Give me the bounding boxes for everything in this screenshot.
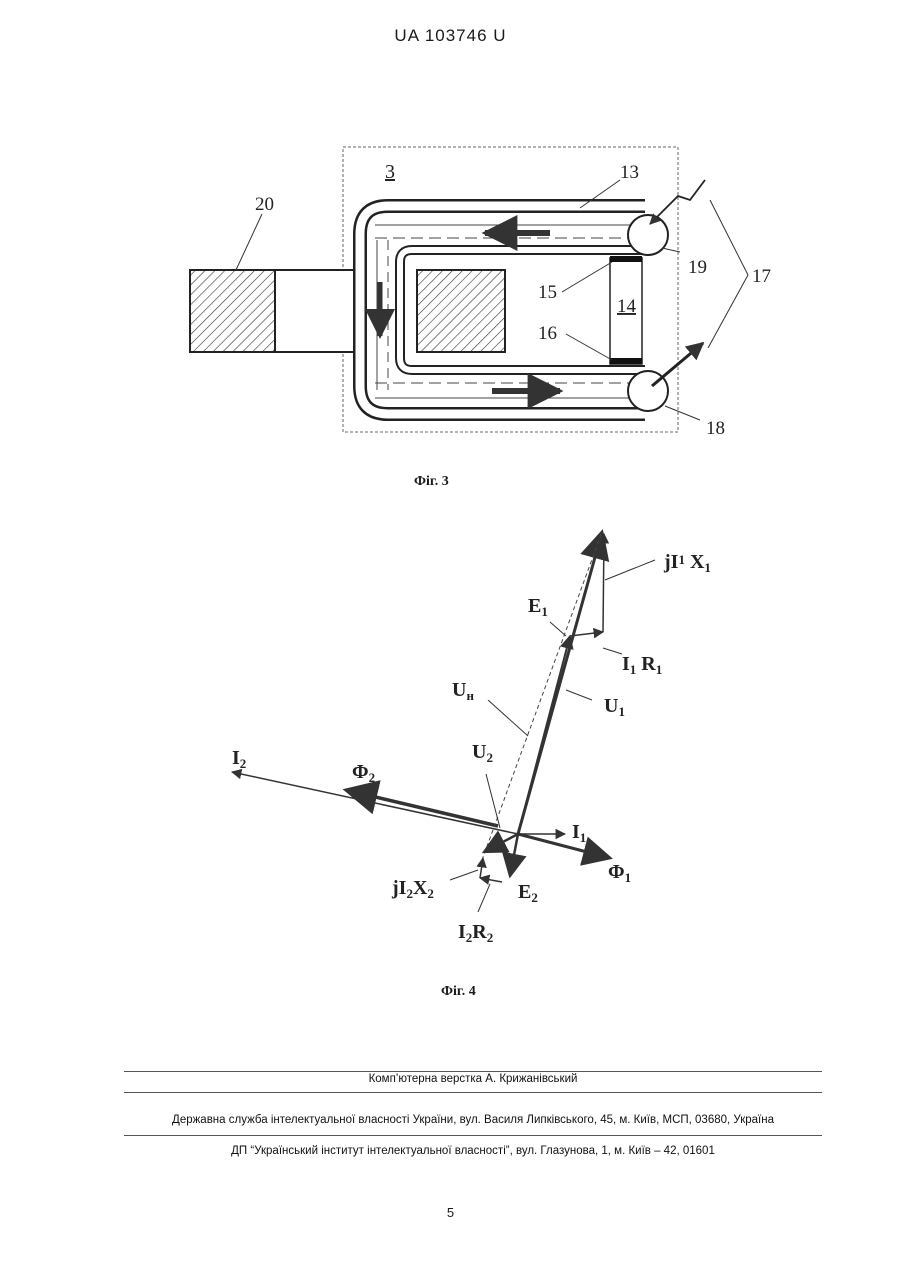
phasor-ji1x1: [603, 534, 604, 632]
unit-20-hatched-block: [190, 270, 275, 352]
label-ji2x2: jI2X2: [391, 877, 434, 901]
plate-16: [610, 358, 642, 364]
roller-19: [628, 215, 668, 255]
label-phi2: Φ2: [352, 761, 375, 785]
phasor-uh: [482, 532, 602, 860]
label-14: 14: [617, 296, 637, 317]
phasor-e1: [518, 636, 570, 834]
label-u2: U2: [472, 741, 493, 765]
label-i2: I2: [232, 747, 246, 771]
plate-15: [610, 256, 642, 262]
label-uh: Uн: [452, 679, 474, 703]
phasor-phi2: [346, 790, 498, 826]
label-20: 20: [255, 194, 274, 215]
phasor-u2: [484, 834, 518, 852]
label-e2: E2: [518, 881, 538, 905]
label-16: 16: [538, 323, 557, 344]
phasor-phi1: [518, 834, 610, 858]
label-phi1: Φ1: [608, 861, 631, 885]
footer-rule-top: [124, 1071, 822, 1072]
label-3: 3: [385, 161, 395, 183]
footer-layout-credit: Комп’ютерна верстка А. Крижанівський: [124, 1073, 822, 1085]
figure-4-phasor-diagram: jI1 X1 E1 I1 R1 Uн U1 U2 I2 Φ2 I1 Φ1 jI2…: [0, 500, 901, 980]
footer-rule-bottom: [124, 1135, 822, 1136]
figure-3-diagram: 3 13 20 19 17 15 14 16 18: [0, 0, 901, 500]
label-i1r1: I1 R1: [622, 653, 662, 677]
label-19: 19: [688, 257, 707, 278]
footer-agency-address: Державна служба інтелектуальної власност…: [124, 1114, 822, 1126]
phasor-e2: [510, 834, 518, 876]
label-i2r2: I2R2: [458, 921, 493, 945]
shaft-block: [275, 270, 363, 352]
label-17: 17: [752, 266, 771, 287]
label-15: 15: [538, 282, 557, 303]
page-number: 5: [0, 1205, 901, 1220]
footer-rule-middle: [124, 1092, 822, 1093]
figure-4-caption: Фіг. 4: [441, 984, 476, 1000]
phasor-i2r2: [480, 878, 502, 882]
label-u1: U1: [604, 695, 625, 719]
label-e1: E1: [528, 595, 548, 619]
label-13: 13: [620, 162, 639, 183]
phasor-ji2x2: [480, 858, 483, 878]
inner-hatched-core: [417, 270, 505, 352]
label-ji1x1: jI1 X1: [663, 551, 711, 575]
label-18: 18: [706, 418, 725, 439]
figure-3-caption: Фіг. 3: [414, 474, 449, 490]
footer-institute-address: ДП “Український інститут інтелектуальної…: [124, 1145, 822, 1157]
label-i1: I1: [572, 821, 586, 845]
